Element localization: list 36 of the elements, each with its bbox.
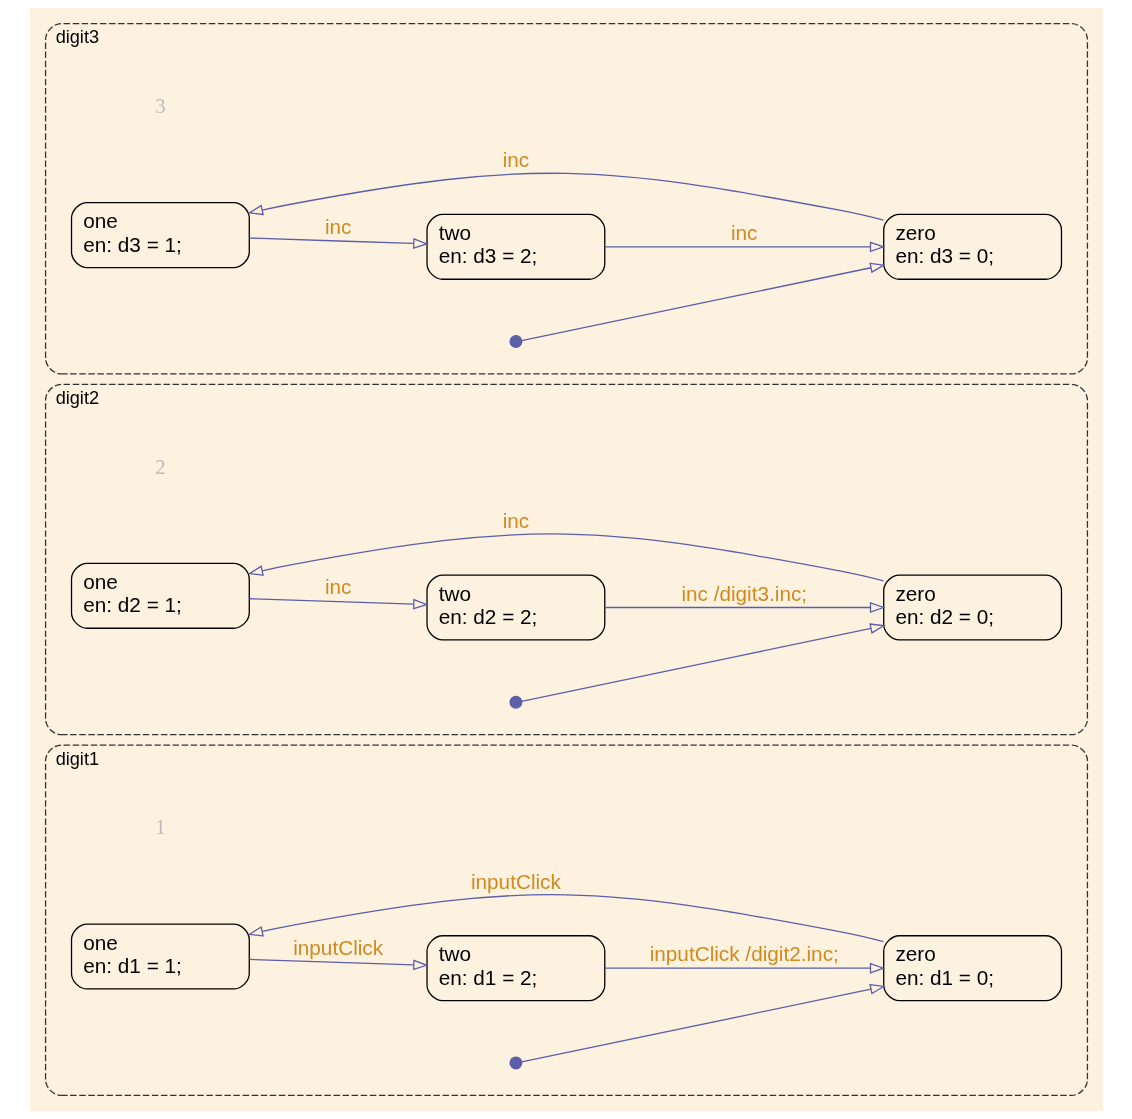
node-box: zero en: d3 = 0; — [882, 213, 1062, 280]
node-box: two en: d1 = 2; — [425, 935, 605, 1002]
node-label: 3 — [154, 94, 166, 117]
edge-label: inc — [324, 575, 351, 599]
arrow — [520, 983, 886, 1063]
node-circle — [508, 1056, 522, 1070]
edge-label: inputClick — [470, 869, 561, 893]
edge-label: inputClick /digit2.inc; — [649, 942, 839, 966]
edge-label: inputClick — [292, 935, 383, 959]
arrow — [604, 241, 885, 253]
arrow — [248, 598, 429, 610]
arrow — [247, 172, 884, 221]
arrow — [248, 958, 429, 971]
node-box: zero en: d2 = 0; — [882, 574, 1062, 641]
edge-label: inc /digit3.inc; — [680, 581, 807, 605]
arrow — [247, 894, 884, 943]
arrow — [520, 262, 886, 342]
arrow — [247, 533, 884, 582]
node-label: 1 — [154, 816, 166, 839]
node-box: one en: d3 = 1; — [70, 202, 250, 269]
node-circle — [508, 335, 522, 348]
arrow — [604, 602, 885, 613]
edge-label: inc — [324, 214, 351, 238]
arrow — [520, 623, 886, 702]
node-circle — [508, 695, 522, 709]
edge-label: inc — [502, 509, 529, 533]
node-box: two en: d3 = 2; — [425, 213, 605, 280]
node-label: 2 — [154, 455, 166, 478]
node-box: two en: d2 = 2; — [425, 574, 605, 641]
arrow — [604, 962, 885, 974]
edge-label: inc — [502, 148, 529, 172]
arrow — [248, 237, 429, 249]
node-box: zero en: d1 = 0; — [882, 935, 1062, 1002]
node-box: one en: d2 = 1; — [70, 562, 250, 629]
node-box: one en: d1 = 1; — [70, 923, 250, 990]
edge-label: inc — [730, 221, 758, 245]
